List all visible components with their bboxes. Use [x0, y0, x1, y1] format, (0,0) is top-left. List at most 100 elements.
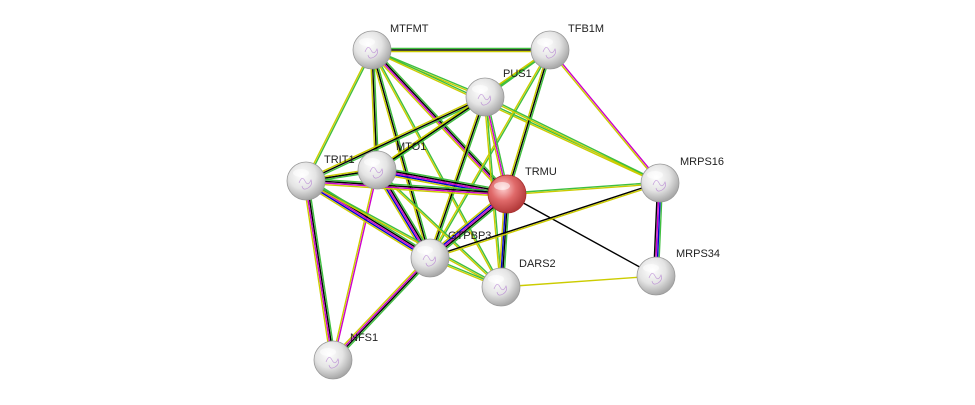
- node-gtpbp3[interactable]: GTPBP3: [410, 230, 491, 278]
- edge-tfb1m-mrps16: [548, 48, 662, 185]
- node-label: GTPBP3: [448, 230, 491, 242]
- node-mto1[interactable]: MTO1: [357, 141, 426, 190]
- protein-structure-icon: [477, 94, 491, 106]
- edge-evidence-line: [371, 48, 487, 97]
- node-trit1[interactable]: TRIT1: [286, 154, 355, 201]
- node-label: TRIT1: [324, 154, 355, 166]
- edge-gtpbp3-mrps16: [429, 181, 661, 260]
- edge-evidence-line: [331, 256, 431, 361]
- node-nfs1[interactable]: NFS1: [313, 332, 378, 380]
- edge-evidence-line: [549, 48, 662, 184]
- node-label: MRPS16: [680, 156, 724, 168]
- edge-evidence-line: [507, 49, 553, 196]
- edge-mto1-nfs1: [331, 169, 379, 361]
- edge-evidence-line: [369, 50, 506, 197]
- edge-trit1-trmu: [305, 177, 508, 198]
- edge-evidence-line: [330, 255, 429, 360]
- edge-evidence-line: [370, 50, 661, 185]
- edge-evidence-line: [304, 181, 502, 289]
- node-bubble[interactable]: [636, 256, 676, 296]
- edge-evidence-line: [429, 181, 661, 258]
- node-highlight: [359, 38, 375, 46]
- node-bubble[interactable]: [313, 340, 353, 380]
- node-bubble[interactable]: [487, 174, 527, 214]
- edge-evidence-line: [370, 50, 486, 99]
- edge-evidence-line: [500, 275, 657, 288]
- edge-evidence-line: [376, 167, 508, 194]
- node-highlight: [488, 275, 504, 283]
- edge-evidence-line: [429, 96, 486, 259]
- node-label: PUS1: [503, 68, 532, 80]
- node-mrps34[interactable]: MRPS34: [636, 248, 720, 296]
- edge-evidence-line: [305, 179, 508, 194]
- node-label: DARS2: [519, 258, 556, 270]
- edge-evidence-line: [506, 49, 551, 195]
- node-tfb1m[interactable]: TFB1M: [530, 23, 604, 70]
- edge-tfb1m-trmu: [504, 48, 553, 196]
- edge-evidence-line: [506, 193, 657, 277]
- edge-trmu-mrps16: [506, 181, 661, 196]
- node-label: TFB1M: [568, 23, 604, 35]
- edge-evidence-line: [375, 94, 485, 170]
- node-highlight: [537, 38, 553, 46]
- edge-evidence-line: [372, 48, 503, 288]
- node-highlight: [494, 182, 510, 190]
- edge-mtfmt-pus1: [370, 48, 487, 99]
- edge-evidence-line: [506, 183, 661, 196]
- node-highlight: [364, 158, 380, 166]
- edge-evidence-line: [305, 97, 487, 184]
- edge-evidence-line: [548, 49, 661, 185]
- edge-evidence-line: [307, 179, 337, 361]
- edge-evidence-line: [304, 94, 486, 181]
- edge-evidence-line: [429, 183, 661, 260]
- edge-evidence-line: [333, 169, 379, 361]
- edge-evidence-line: [372, 49, 380, 171]
- protein-structure-icon: [542, 47, 556, 59]
- node-pus1[interactable]: PUS1: [465, 68, 532, 117]
- edge-evidence-line: [332, 257, 432, 362]
- edge-evidence-line: [302, 180, 332, 362]
- edge-evidence-line: [376, 166, 509, 192]
- edge-pus1-mto1: [375, 94, 487, 173]
- node-bubble[interactable]: [530, 30, 570, 70]
- node-bubble[interactable]: [481, 267, 521, 307]
- edge-gtpbp3-nfs1: [330, 255, 433, 363]
- edge-evidence-line: [371, 48, 509, 195]
- edge-evidence-line: [306, 49, 374, 183]
- edge-dars2-mrps34: [500, 275, 657, 288]
- edge-evidence-line: [303, 183, 430, 262]
- node-mrps16[interactable]: MRPS16: [640, 156, 724, 203]
- node-bubble[interactable]: [640, 163, 680, 203]
- edge-mtfmt-trmu: [369, 47, 510, 197]
- edge-evidence-line: [370, 49, 501, 289]
- node-bubble[interactable]: [357, 150, 397, 190]
- node-label: MRPS34: [676, 248, 720, 260]
- edge-evidence-line: [334, 258, 433, 363]
- node-mtfmt[interactable]: MTFMT: [352, 23, 429, 70]
- node-highlight: [472, 85, 488, 93]
- edge-evidence-line: [305, 179, 503, 287]
- node-highlight: [417, 246, 433, 254]
- node-label: NFS1: [350, 332, 378, 344]
- edge-evidence-line: [504, 48, 550, 195]
- protein-structure-icon: [493, 284, 507, 296]
- node-bubble[interactable]: [465, 77, 505, 117]
- node-trmu[interactable]: TRMU: [487, 166, 557, 214]
- edge-evidence-line: [427, 95, 485, 259]
- edge-evidence-line: [304, 48, 372, 182]
- edge-evidence-line: [305, 181, 508, 196]
- node-label: MTO1: [396, 141, 426, 153]
- edge-evidence-line: [377, 97, 487, 173]
- node-dars2[interactable]: DARS2: [481, 258, 556, 307]
- edge-trit1-nfs1: [302, 179, 337, 362]
- protein-structure-icon: [325, 357, 339, 369]
- node-bubble[interactable]: [352, 30, 392, 70]
- edge-mtfmt-trit1: [304, 48, 374, 183]
- node-bubble[interactable]: [410, 238, 450, 278]
- edge-evidence-line: [506, 181, 661, 194]
- protein-structure-icon: [364, 47, 378, 59]
- node-bubble[interactable]: [286, 161, 326, 201]
- protein-structure-icon: [652, 180, 666, 192]
